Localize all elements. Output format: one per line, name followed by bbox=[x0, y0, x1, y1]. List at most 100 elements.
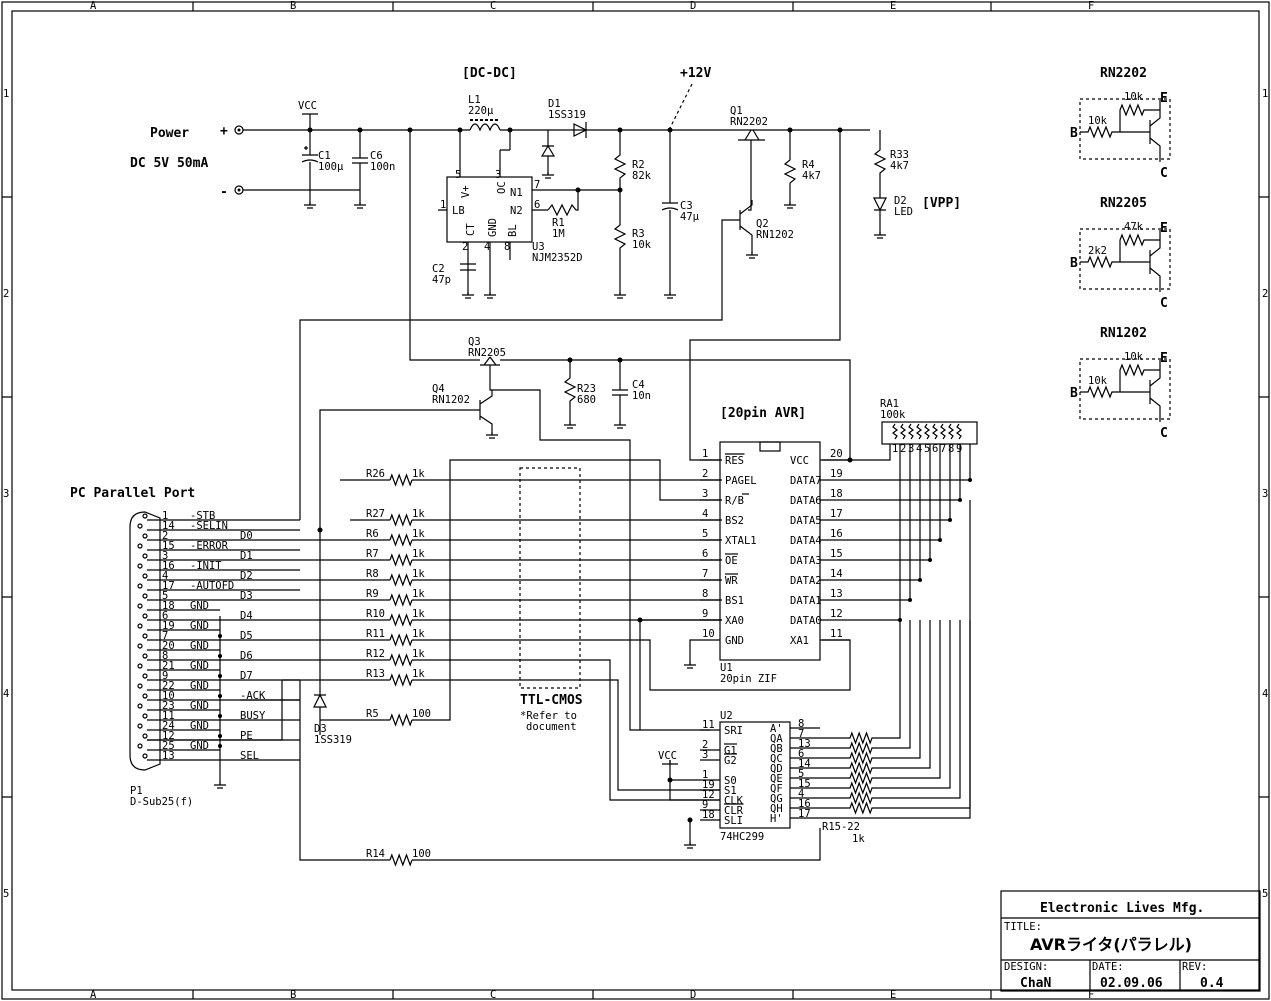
svg-text:NJM2352D: NJM2352D bbox=[532, 252, 583, 264]
grid-row-right: 2 bbox=[1262, 288, 1268, 300]
svg-text:QC: QC bbox=[770, 753, 783, 765]
svg-text:RES: RES bbox=[725, 455, 744, 467]
svg-text:-AUTOFD: -AUTOFD bbox=[190, 580, 234, 592]
svg-text:11: 11 bbox=[162, 710, 175, 722]
svg-text:D7: D7 bbox=[240, 670, 253, 682]
svg-text:GND: GND bbox=[190, 620, 209, 632]
svg-text:16: 16 bbox=[830, 528, 843, 540]
svg-text:16: 16 bbox=[798, 798, 811, 810]
transistor-legend: RN2202BEC10k10kRN2205BEC2k247kRN1202BEC1… bbox=[1070, 66, 1171, 441]
svg-text:OC: OC bbox=[496, 181, 508, 194]
svg-text:TTL-CMOS: TTL-CMOS bbox=[520, 693, 583, 708]
grid-row-right: 5 bbox=[1262, 888, 1268, 900]
svg-text:CT: CT bbox=[465, 223, 477, 236]
svg-text:3: 3 bbox=[908, 443, 914, 455]
svg-text:9: 9 bbox=[956, 443, 962, 455]
svg-text:DESIGN:: DESIGN: bbox=[1004, 961, 1048, 973]
port-pin-11: 11 BUSY bbox=[142, 710, 300, 722]
port-title: PC Parallel Port bbox=[70, 486, 195, 501]
svg-text:+: + bbox=[220, 124, 228, 139]
svg-text:6: 6 bbox=[162, 610, 168, 622]
svg-text:GND: GND bbox=[725, 635, 744, 647]
svg-text:1k: 1k bbox=[412, 668, 425, 680]
svg-text:D5: D5 bbox=[240, 630, 253, 642]
drawing-date: 02.09.06 bbox=[1100, 976, 1163, 991]
svg-text:1SS319: 1SS319 bbox=[548, 109, 586, 121]
svg-text:S0: S0 bbox=[724, 775, 737, 787]
svg-text:U1: U1 bbox=[720, 662, 733, 674]
svg-text:7: 7 bbox=[162, 630, 168, 642]
svg-text:BUSY: BUSY bbox=[240, 710, 266, 722]
svg-text:TITLE:: TITLE: bbox=[1004, 921, 1042, 933]
svg-text:5: 5 bbox=[455, 169, 461, 181]
svg-text:R26: R26 bbox=[366, 468, 385, 480]
avr-zif-socket: [20pin AVR] 1RES2PAGEL3R/B4BS25XTAL16OE7… bbox=[700, 398, 978, 685]
grid-col-bottom: D bbox=[690, 989, 696, 1001]
svg-text:17: 17 bbox=[798, 808, 811, 820]
svg-text:12: 12 bbox=[162, 730, 175, 742]
svg-text:RN2202: RN2202 bbox=[730, 116, 768, 128]
grid-row-left: 4 bbox=[3, 688, 9, 700]
svg-text:4: 4 bbox=[702, 508, 708, 520]
svg-text:GND: GND bbox=[190, 740, 209, 752]
svg-text:R27: R27 bbox=[366, 508, 385, 520]
svg-text:C2: C2 bbox=[432, 263, 445, 275]
svg-text:1k: 1k bbox=[412, 608, 425, 620]
svg-text:R15-22: R15-22 bbox=[822, 821, 860, 833]
svg-text:D6: D6 bbox=[240, 650, 253, 662]
svg-text:25: 25 bbox=[162, 740, 175, 752]
svg-text:D1: D1 bbox=[548, 98, 561, 110]
svg-text:E: E bbox=[1160, 351, 1168, 366]
svg-text:4k7: 4k7 bbox=[802, 170, 821, 182]
svg-text:G2: G2 bbox=[724, 755, 737, 767]
svg-text:3: 3 bbox=[162, 550, 168, 562]
svg-text:12: 12 bbox=[702, 789, 715, 801]
svg-text:R33: R33 bbox=[890, 149, 909, 161]
port-pin-16: 16-INIT bbox=[137, 560, 300, 572]
svg-text:R8: R8 bbox=[366, 568, 379, 580]
u2-pin-8: A'8 bbox=[770, 718, 820, 735]
svg-text:-SELIN: -SELIN bbox=[190, 520, 228, 532]
svg-text:4: 4 bbox=[798, 788, 804, 800]
vpp-switch: Q1 RN2202 Q2 RN1202 R4 4k7 R33 4k7 D2 LE… bbox=[299, 105, 961, 520]
svg-text:13: 13 bbox=[798, 738, 811, 750]
svg-text:17: 17 bbox=[830, 508, 843, 520]
svg-text:E: E bbox=[1160, 91, 1168, 106]
svg-text:5: 5 bbox=[702, 528, 708, 540]
svg-text:10k: 10k bbox=[1124, 351, 1144, 363]
svg-text:R4: R4 bbox=[802, 159, 815, 171]
svg-text:QE: QE bbox=[770, 773, 783, 785]
svg-text:RN1202: RN1202 bbox=[432, 394, 470, 406]
svg-text:1k: 1k bbox=[852, 833, 865, 845]
svg-text:QB: QB bbox=[770, 743, 783, 755]
svg-text:CLR: CLR bbox=[724, 805, 744, 817]
svg-text:N1: N1 bbox=[510, 187, 523, 199]
svg-text:18: 18 bbox=[702, 809, 715, 821]
svg-text:U3: U3 bbox=[532, 241, 545, 253]
svg-text:1k: 1k bbox=[412, 588, 425, 600]
svg-text:10k: 10k bbox=[1088, 115, 1108, 127]
svg-text:D1: D1 bbox=[240, 550, 253, 562]
svg-text:QD: QD bbox=[770, 763, 783, 775]
svg-text:1: 1 bbox=[162, 510, 168, 522]
svg-text:10k: 10k bbox=[1124, 91, 1144, 103]
svg-text:C3: C3 bbox=[680, 200, 693, 212]
svg-text:RN2205: RN2205 bbox=[468, 347, 506, 359]
svg-text:100: 100 bbox=[412, 708, 431, 720]
svg-text:GND: GND bbox=[190, 660, 209, 672]
avr-pin-3: 3R/B bbox=[700, 488, 749, 507]
